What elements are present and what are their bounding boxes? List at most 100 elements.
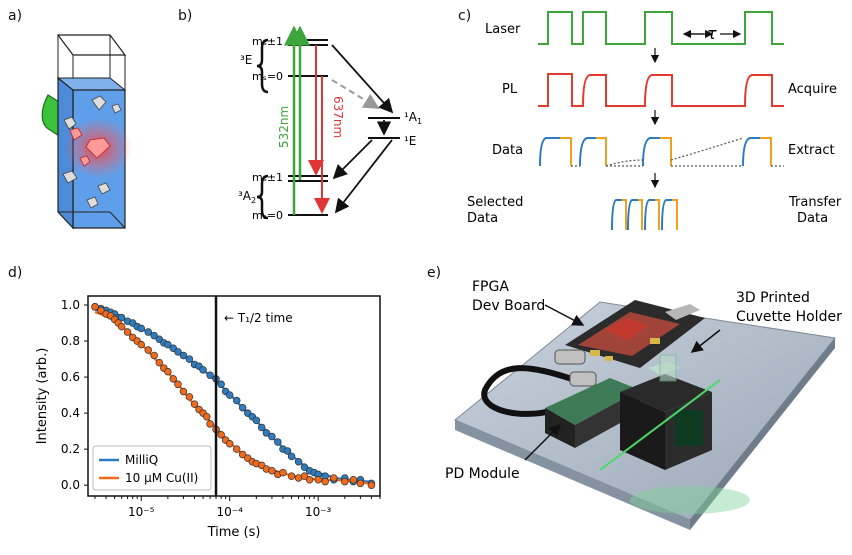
legend-label-0: MilliQ bbox=[125, 453, 158, 467]
ms-pm1-lower: mₛ±1 bbox=[252, 171, 283, 184]
data-point-1 bbox=[356, 479, 365, 488]
pl-label: PL bbox=[502, 82, 518, 97]
data-point-0 bbox=[185, 355, 194, 363]
data-point-1 bbox=[202, 412, 211, 421]
fpga-label-line2: Dev Board bbox=[472, 298, 545, 314]
data-point-0 bbox=[268, 432, 276, 441]
holder-label-line1: 3D Printed bbox=[736, 290, 810, 306]
data-point-1 bbox=[268, 467, 276, 475]
singlet-a-label: ¹A1 bbox=[404, 110, 422, 126]
data-point-1 bbox=[314, 476, 322, 484]
data-point-1 bbox=[217, 430, 225, 439]
x-tick-label: 10⁻⁵ bbox=[128, 505, 155, 519]
data-point-0 bbox=[257, 423, 266, 432]
transfer-label-line2: Data bbox=[797, 211, 828, 226]
data-point-0 bbox=[225, 391, 234, 399]
data-point-0 bbox=[137, 324, 146, 333]
data-point-0 bbox=[300, 463, 309, 471]
data-point-1 bbox=[91, 303, 99, 311]
data-point-0 bbox=[217, 380, 225, 389]
singlet-e-label: ¹E bbox=[404, 134, 416, 148]
data-point-0 bbox=[117, 313, 126, 322]
triplet-ground-label: ³A2 bbox=[238, 189, 256, 205]
data-point-0 bbox=[274, 438, 282, 446]
data-point-0 bbox=[206, 371, 214, 380]
data-point-1 bbox=[155, 358, 164, 367]
data-point-0 bbox=[179, 351, 188, 360]
green-wavelength-label: 532nm bbox=[277, 106, 291, 148]
data-point-0 bbox=[199, 366, 207, 374]
data-point-0 bbox=[238, 403, 247, 412]
panel-e-label: e) bbox=[427, 265, 442, 281]
x-axis-label: Time (s) bbox=[207, 525, 261, 540]
laser-label: Laser bbox=[485, 22, 521, 37]
pd-module-label: PD Module bbox=[445, 466, 520, 482]
data-point-1 bbox=[117, 322, 126, 331]
transfer-label-line1: Transfer bbox=[788, 195, 842, 210]
y-axis-label: Intensity (arb.) bbox=[35, 348, 50, 445]
acquire-label: Acquire bbox=[788, 82, 837, 97]
data-point-0 bbox=[144, 328, 153, 336]
y-tick-label: 0.8 bbox=[61, 334, 80, 348]
data-point-0 bbox=[252, 416, 261, 425]
data-point-1 bbox=[179, 387, 188, 396]
red-wavelength-label: 637nm bbox=[331, 96, 345, 138]
panel-c-label: c) bbox=[458, 8, 472, 24]
legend-box bbox=[92, 445, 212, 491]
triplet-excited-label: ³E bbox=[240, 53, 252, 67]
y-tick-label: 1.0 bbox=[61, 298, 80, 312]
ms-pm1-upper: mₛ±1 bbox=[252, 35, 283, 48]
plot-frame bbox=[87, 295, 381, 497]
panel-b-label: b) bbox=[178, 8, 193, 24]
extract-label: Extract bbox=[788, 143, 835, 158]
data-point-1 bbox=[321, 477, 329, 486]
panel-a-label: a) bbox=[8, 8, 23, 24]
data-point-0 bbox=[164, 340, 172, 349]
data-label: Data bbox=[492, 143, 523, 158]
data-point-0 bbox=[287, 452, 296, 461]
ms-0-upper: mₛ=0 bbox=[252, 70, 283, 83]
x-tick-label: 10⁻³ bbox=[305, 505, 332, 519]
half-t1-label: ← T₁/2 time bbox=[224, 311, 293, 325]
data-point-0 bbox=[262, 429, 271, 437]
data-point-1 bbox=[238, 450, 247, 459]
selected-label-line1: Selected bbox=[467, 195, 523, 210]
data-point-1 bbox=[349, 476, 358, 484]
data-point-1 bbox=[305, 476, 314, 484]
data-point-0 bbox=[294, 458, 303, 466]
data-point-1 bbox=[341, 477, 349, 486]
ms-0-lower: mₛ=0 bbox=[252, 209, 283, 222]
data-point-1 bbox=[287, 472, 296, 480]
data-point-1 bbox=[329, 474, 338, 482]
data-point-1 bbox=[367, 481, 376, 489]
data-point-1 bbox=[123, 328, 132, 336]
data-point-1 bbox=[137, 340, 146, 349]
x-tick-label: 10⁻⁴ bbox=[217, 505, 244, 519]
data-point-1 bbox=[150, 351, 158, 360]
data-point-1 bbox=[206, 420, 214, 428]
legend-label-1: 10 µM Cu(II) bbox=[125, 471, 198, 485]
tau-symbol: τ bbox=[707, 24, 717, 43]
fpga-label-line1: FPGA bbox=[472, 279, 509, 295]
y-tick-label: 0.6 bbox=[61, 370, 80, 384]
y-tick-label: 0.4 bbox=[61, 406, 80, 420]
data-point-1 bbox=[232, 445, 241, 453]
y-tick-label: 0.2 bbox=[61, 442, 80, 456]
data-point-1 bbox=[164, 367, 172, 376]
data-point-1 bbox=[190, 400, 199, 408]
data-point-1 bbox=[225, 439, 234, 448]
data-point-0 bbox=[174, 348, 182, 356]
y-tick-label: 0.0 bbox=[61, 478, 80, 492]
panel-d-label: d) bbox=[8, 265, 23, 281]
selected-label-line2: Data bbox=[467, 211, 498, 226]
holder-label-line2: Cuvette Holder bbox=[736, 309, 842, 325]
data-point-1 bbox=[169, 375, 178, 383]
data-point-1 bbox=[279, 468, 287, 477]
data-point-0 bbox=[150, 331, 158, 340]
data-point-1 bbox=[97, 306, 105, 315]
